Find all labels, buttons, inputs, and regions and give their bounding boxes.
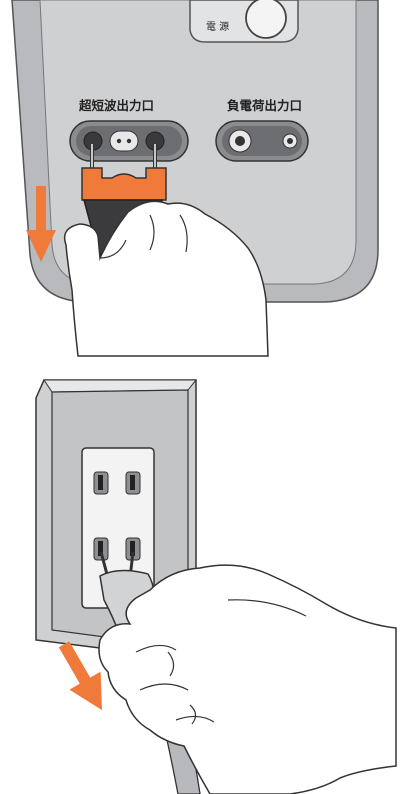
outlet-scene [36,380,396,794]
hand-bottom [99,565,396,794]
negative-charge-port-label: 負電荷出力口 [227,98,302,113]
device-scene: 電 源 超短波出力口 負電荷出力口 [12,0,378,356]
power-button[interactable] [246,0,286,38]
power-label: 電 源 [206,20,229,33]
ultrashort-wave-port-label: 超短波出力口 [78,98,154,113]
